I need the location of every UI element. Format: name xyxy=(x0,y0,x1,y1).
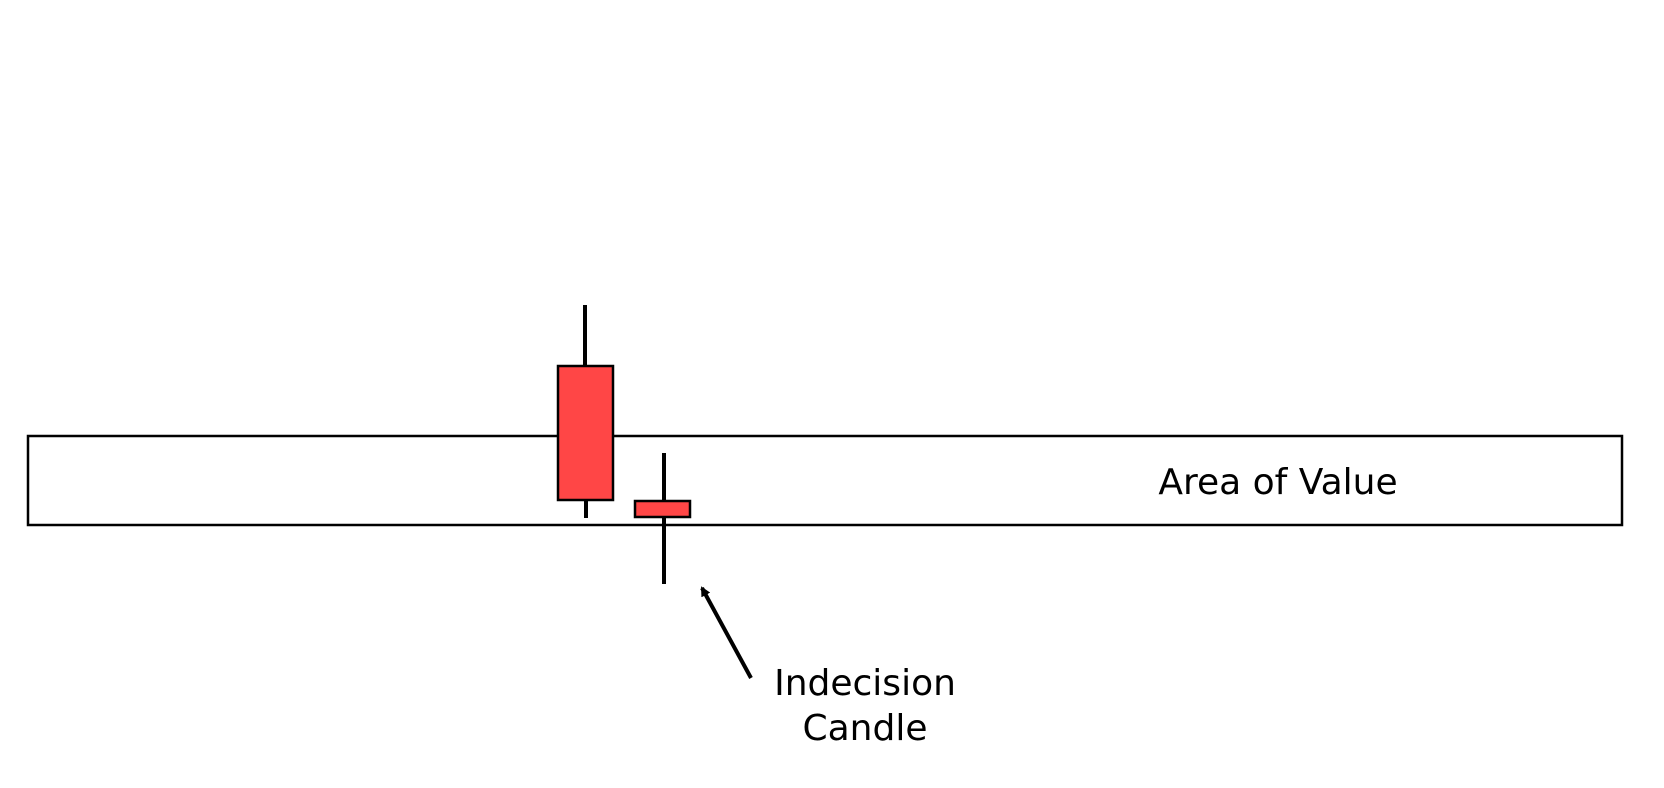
indecision-candle xyxy=(633,453,692,584)
indecision-candle-label: Indecision Candle xyxy=(774,663,956,749)
area-of-value-zone: Area of Value xyxy=(26,434,1624,527)
area-of-value-label: Area of Value xyxy=(1158,462,1397,503)
bearish-candle xyxy=(556,305,615,518)
annotation-line-1: Indecision xyxy=(774,663,956,704)
annotation-arrow xyxy=(700,586,753,679)
annotation-line-2: Candle xyxy=(802,708,927,749)
area-of-value-box xyxy=(26,434,1624,527)
candle-body xyxy=(633,499,692,519)
candle-body xyxy=(556,364,615,502)
